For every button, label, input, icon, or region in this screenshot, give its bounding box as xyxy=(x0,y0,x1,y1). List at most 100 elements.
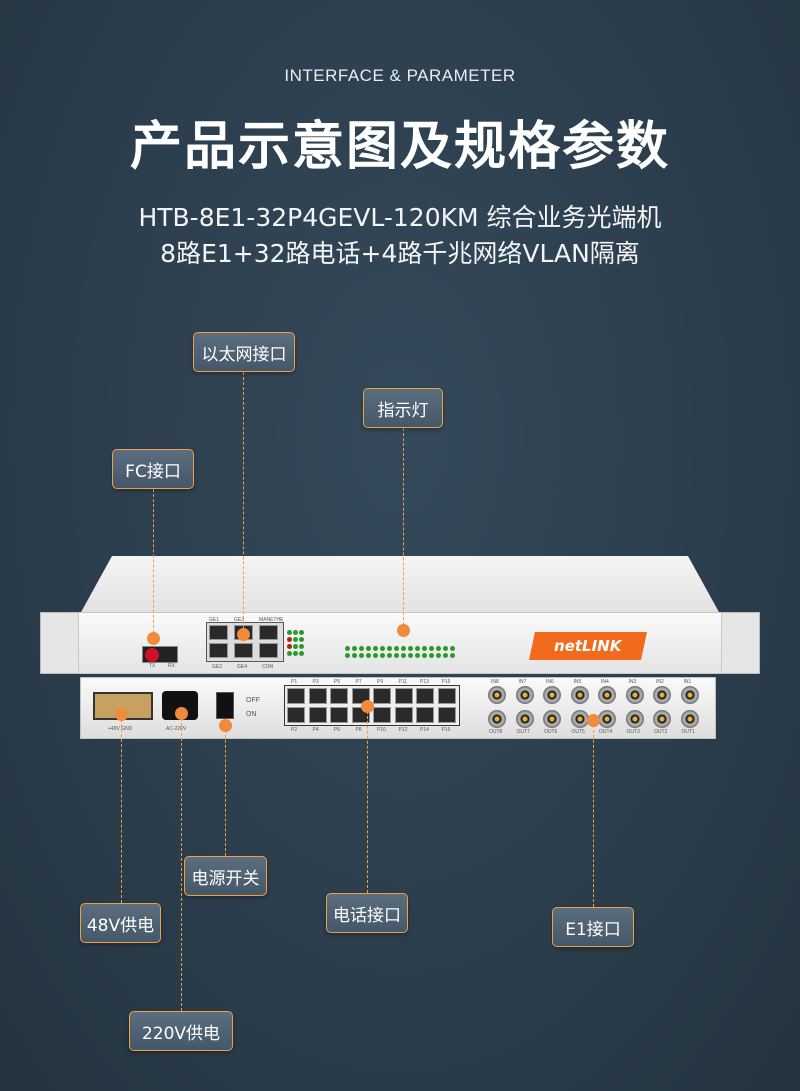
power-switch[interactable] xyxy=(216,692,234,719)
phone-top-label: P13 xyxy=(420,679,429,685)
phone-port[interactable] xyxy=(394,688,413,704)
phone-port[interactable] xyxy=(373,688,391,704)
status-led xyxy=(299,644,304,649)
channel-led xyxy=(359,653,364,658)
fc-port[interactable] xyxy=(142,646,178,663)
channel-led xyxy=(408,653,413,658)
phone-port[interactable] xyxy=(416,707,434,723)
channel-led xyxy=(394,653,399,658)
e1-out-connector[interactable] xyxy=(488,710,506,728)
switch-on-label: ON xyxy=(246,711,257,718)
e1-out-label: OUT8 xyxy=(489,729,503,735)
phone-port[interactable] xyxy=(330,688,348,704)
feature-line: 8路E1+32路电话+4路千兆网络VLAN隔离 xyxy=(160,239,640,268)
channel-led xyxy=(450,646,455,651)
e1-out-connector[interactable] xyxy=(680,710,699,728)
phone-top-label: P5 xyxy=(334,679,341,685)
e1-out-connector[interactable] xyxy=(625,710,644,728)
channel-led xyxy=(352,646,357,651)
rack-ear-left xyxy=(40,612,82,674)
e1-out-label: OUT3 xyxy=(626,729,640,735)
rack-ear-right xyxy=(718,612,760,674)
phone-top-label: P11 xyxy=(398,679,408,685)
phone-top-label: P3 xyxy=(312,679,319,685)
channel-led xyxy=(450,653,455,658)
ethernet-port[interactable] xyxy=(259,625,278,640)
e1-in-connector[interactable] xyxy=(570,686,589,704)
channel-led xyxy=(366,653,371,658)
ethernet-port[interactable] xyxy=(209,625,228,640)
e1-in-connector[interactable] xyxy=(625,686,644,704)
e1-out-connector[interactable] xyxy=(543,710,561,728)
phone-bottom-label: P2 xyxy=(291,727,298,733)
e1-out-label: OUT5 xyxy=(571,729,585,735)
callout-220v: 220V供电 xyxy=(129,1011,233,1051)
e1-out-connector[interactable] xyxy=(570,710,589,728)
e1-in-connector[interactable] xyxy=(488,686,506,704)
device-lid xyxy=(80,556,720,614)
phone-port[interactable] xyxy=(308,688,327,704)
e1-in-label: IN3 xyxy=(628,679,637,685)
e1-in-label: IN7 xyxy=(518,679,527,685)
channel-led xyxy=(415,653,420,658)
e1-in-connector[interactable] xyxy=(653,686,671,704)
e1-in-label: IN5 xyxy=(573,679,582,685)
phone-top-label: P7 xyxy=(355,679,362,685)
status-led xyxy=(299,637,304,642)
status-led xyxy=(293,644,298,649)
channel-led xyxy=(394,646,399,651)
status-led xyxy=(293,651,298,656)
tx-label: TX xyxy=(149,663,156,669)
phone-port[interactable] xyxy=(308,707,327,723)
channel-led xyxy=(387,653,392,658)
phone-port[interactable] xyxy=(287,688,305,704)
status-led xyxy=(287,637,292,642)
channel-led xyxy=(422,653,427,658)
channel-led xyxy=(352,653,357,658)
channel-led xyxy=(345,653,350,658)
channel-led xyxy=(408,646,413,651)
e1-in-label: IN1 xyxy=(683,679,692,685)
rx-label: RX xyxy=(168,663,175,669)
channel-led xyxy=(366,646,371,651)
phone-port[interactable] xyxy=(394,707,413,723)
phone-port[interactable] xyxy=(437,707,456,723)
channel-led xyxy=(380,653,385,658)
e1-in-connector[interactable] xyxy=(515,686,534,704)
channel-led xyxy=(443,646,448,651)
phone-port[interactable] xyxy=(287,707,305,723)
e1-out-connector[interactable] xyxy=(653,710,671,728)
callout-ethernet: 以太网接口 xyxy=(193,332,295,372)
brand-text: netLINK xyxy=(554,637,622,655)
ethernet-bottom-label: GE4 xyxy=(237,664,248,670)
channel-led xyxy=(373,646,378,651)
ethernet-port[interactable] xyxy=(234,643,253,658)
channel-led xyxy=(380,646,385,651)
model-line: HTB-8E1-32P4GEVL-120KM 综合业务光端机 xyxy=(138,203,662,232)
callout-power-switch: 电源开关 xyxy=(184,856,267,896)
status-led xyxy=(287,630,292,635)
e1-in-connector[interactable] xyxy=(598,686,616,704)
channel-led xyxy=(359,646,364,651)
callout-fc: FC接口 xyxy=(112,449,194,489)
phone-port[interactable] xyxy=(330,707,348,723)
ethernet-port[interactable] xyxy=(259,643,278,658)
phone-port[interactable] xyxy=(416,688,434,704)
channel-led xyxy=(436,653,441,658)
phone-port[interactable] xyxy=(437,688,456,704)
ethernet-port[interactable] xyxy=(209,643,228,658)
e1-in-connector[interactable] xyxy=(680,686,699,704)
e1-out-connector[interactable] xyxy=(598,710,616,728)
status-led xyxy=(293,637,298,642)
ethernet-top-label: MANETHE xyxy=(259,617,284,623)
e1-out-connector[interactable] xyxy=(515,710,534,728)
phone-bottom-label: P10 xyxy=(377,727,386,733)
status-led xyxy=(299,630,304,635)
channel-led xyxy=(429,653,434,658)
channel-led xyxy=(443,653,448,658)
ethernet-bottom-label: GE2 xyxy=(212,664,223,670)
phone-port[interactable] xyxy=(373,707,391,723)
e1-in-connector[interactable] xyxy=(543,686,561,704)
callout-indicator: 指示灯 xyxy=(363,388,443,428)
